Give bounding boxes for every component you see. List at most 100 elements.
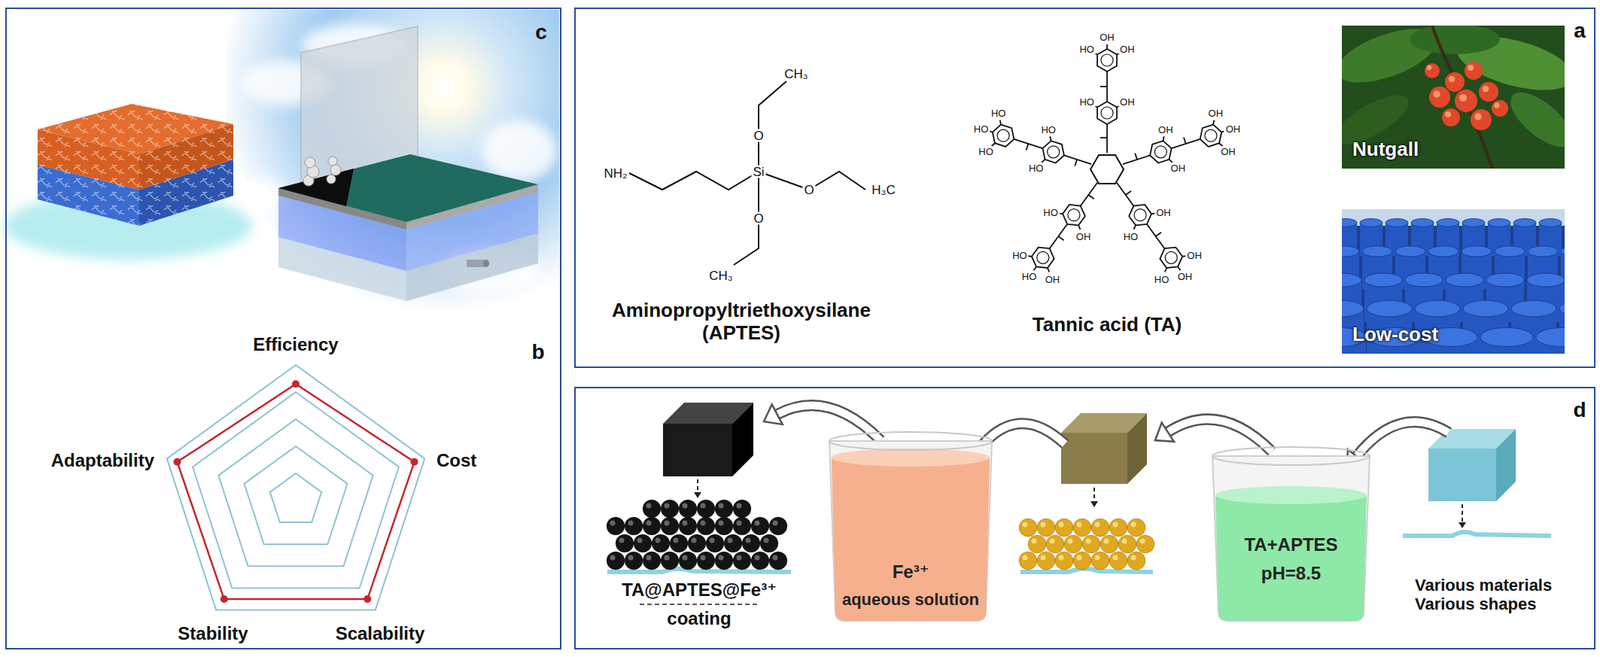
benzene-ring [1200, 124, 1223, 147]
berry-highlight [1432, 90, 1440, 98]
particle-highlight [718, 520, 724, 527]
atom-label: OH [1154, 207, 1173, 218]
particle-highlight [727, 538, 734, 544]
rect-shape [574, 387, 1595, 649]
cube-front [1428, 448, 1497, 502]
barrel-top [1428, 246, 1459, 257]
arrow-head [1458, 522, 1467, 529]
cube-front [1061, 432, 1128, 484]
bond [1064, 155, 1092, 165]
particle-highlight [736, 555, 743, 561]
particle [1073, 518, 1092, 537]
particle [669, 534, 688, 553]
particle-highlight [610, 555, 616, 561]
barrel-top [1341, 246, 1360, 257]
carbonyl [1183, 136, 1187, 144]
particle-highlight [1104, 538, 1110, 545]
particle-highlight [682, 520, 688, 527]
benzene-ring [1097, 48, 1117, 72]
hollow-arrow-outline [777, 405, 881, 441]
particle [714, 551, 734, 570]
bond [1047, 267, 1050, 272]
benzene-ring [1062, 204, 1086, 226]
atom-label: HO [1077, 96, 1096, 107]
berry [1441, 108, 1461, 127]
g-shape [3, 9, 560, 326]
barrel-top [1494, 246, 1525, 257]
particle-highlight [646, 503, 652, 509]
carbonyl [1058, 236, 1064, 241]
particle [1109, 551, 1128, 570]
particle [651, 534, 670, 553]
beaker: TA+APTESpH=8.5 [1209, 444, 1373, 623]
benzene-ring [992, 124, 1015, 147]
liquid-surface [831, 448, 990, 467]
particle-highlight [1049, 538, 1056, 545]
particle-highlight [1095, 555, 1101, 561]
substrate [1402, 532, 1552, 536]
particle-highlight [1022, 555, 1029, 561]
barrel-top [1364, 273, 1403, 287]
barrel-top [1341, 300, 1364, 317]
node-art [1209, 444, 1373, 623]
atom-label: OH [1185, 250, 1204, 261]
radar-dot [363, 595, 372, 603]
leaf [1502, 82, 1565, 157]
barrel-top [1463, 300, 1509, 317]
particle [751, 517, 770, 536]
atom-label: OH [1118, 96, 1137, 107]
hollow-arrow-head [1155, 422, 1175, 442]
particle [751, 551, 770, 570]
particle [733, 517, 752, 536]
cube-front [663, 423, 733, 477]
atom-label: HO [1010, 250, 1029, 261]
particle [1055, 518, 1074, 537]
berry [1429, 86, 1451, 108]
text-label: O [751, 129, 765, 143]
particle [615, 534, 634, 553]
particle-highlight [772, 520, 779, 527]
polygon-shape [278, 154, 539, 223]
aromatic-circle [997, 129, 1010, 142]
bond [1033, 266, 1037, 271]
beaker-liquid [831, 457, 990, 621]
text-label: H₃C [869, 183, 897, 197]
particle-highlight [664, 503, 670, 509]
particle [1118, 535, 1137, 554]
aromatic-circle [1204, 129, 1217, 142]
particle-highlight [1085, 538, 1092, 545]
radar-ring [244, 446, 348, 545]
aromatic-circle [1067, 209, 1080, 222]
particle [660, 551, 679, 570]
particle [1109, 518, 1128, 537]
carbonyl [1088, 194, 1094, 199]
node-text: aqueous solution [842, 590, 980, 609]
hollow-arrow-fill [1168, 419, 1272, 452]
particle [714, 517, 734, 536]
berry-highlight [1444, 111, 1451, 118]
particle-highlight [718, 503, 724, 509]
particle-highlight [1131, 555, 1137, 561]
particle [606, 551, 625, 570]
particle [1046, 535, 1065, 554]
bond [1134, 225, 1136, 229]
node-text: Low-cost [1352, 323, 1439, 347]
aromatic-circle [1101, 106, 1114, 119]
arrow-head [1090, 501, 1099, 508]
atom-label: HO [972, 123, 991, 134]
carbonyl [1100, 85, 1108, 88]
atom-label: OH [1074, 231, 1093, 241]
carbonyl [1074, 159, 1077, 167]
particle-highlight [1040, 522, 1047, 528]
particle [696, 517, 715, 536]
particle [696, 499, 715, 518]
berry-highlight [1467, 64, 1474, 71]
barrel-top [1462, 219, 1485, 228]
particle [1037, 518, 1056, 537]
atom-label: OH [1176, 271, 1195, 282]
barrel-top [1411, 219, 1434, 228]
particle [642, 551, 661, 570]
hollow-arrow-fill [777, 405, 881, 441]
particle-highlight [682, 555, 688, 561]
particle [769, 551, 788, 570]
